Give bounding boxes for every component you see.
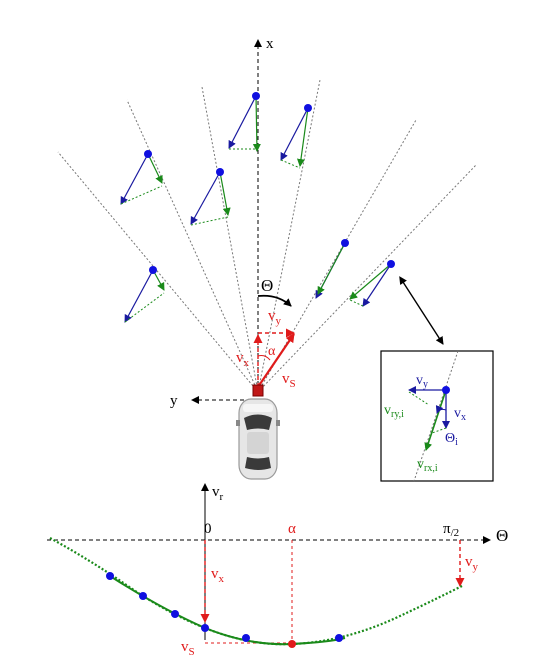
vy-label: vy bbox=[268, 308, 282, 327]
ray bbox=[57, 151, 259, 393]
tick-alpha: α bbox=[288, 521, 296, 537]
ray bbox=[257, 79, 321, 393]
x-axis-label: x bbox=[266, 36, 274, 52]
detection-point bbox=[190, 168, 231, 226]
curve-point bbox=[106, 572, 114, 580]
y-axis-label: y bbox=[170, 393, 178, 409]
inset-vx-label: vx bbox=[454, 406, 466, 423]
radar-sensor bbox=[252, 384, 264, 397]
curve-point bbox=[171, 610, 179, 618]
theta-label: Θ bbox=[261, 276, 273, 295]
detail-inset: vy vry,i vx Θi vrx,i bbox=[380, 350, 494, 482]
ray bbox=[257, 164, 477, 393]
plot-vs-label: vS bbox=[181, 639, 195, 658]
theta-annotation: Θ bbox=[257, 276, 292, 307]
inset-vry-label: vry,i bbox=[384, 403, 404, 420]
ego-velocity: α vy vx vS bbox=[236, 308, 296, 390]
detection-point bbox=[315, 239, 349, 299]
detection-point bbox=[228, 92, 261, 152]
detection-point bbox=[120, 150, 163, 205]
detection-point bbox=[280, 104, 312, 169]
plot-vy-label: vy bbox=[465, 554, 479, 573]
detection-point bbox=[349, 260, 395, 307]
radar-rays bbox=[57, 79, 477, 393]
theta-axis-label: Θ bbox=[496, 526, 508, 545]
vr-theta-plot: vr Θ 0 α π/2 vx vy vS bbox=[47, 483, 508, 658]
plot-vx-label: vx bbox=[211, 566, 225, 585]
inset-theta-i-label: Θi bbox=[445, 431, 458, 448]
curve-point bbox=[242, 634, 250, 642]
detection-point bbox=[124, 266, 165, 323]
curve-point bbox=[201, 624, 209, 632]
vr-axis-label: vr bbox=[212, 484, 224, 503]
ray bbox=[201, 86, 259, 393]
curve-point bbox=[335, 634, 343, 642]
tick-pi-half: π/2 bbox=[443, 521, 459, 539]
detections bbox=[120, 92, 395, 323]
ray bbox=[126, 99, 259, 393]
curve-point bbox=[139, 592, 147, 600]
inset-vrx-label: vrx,i bbox=[417, 457, 438, 474]
inset-link-arrow bbox=[399, 276, 444, 345]
car bbox=[236, 398, 280, 480]
curve-min-point bbox=[288, 640, 296, 648]
inset-vy-label: vy bbox=[416, 373, 428, 390]
vx-label: vx bbox=[236, 350, 250, 369]
tick-zero: 0 bbox=[204, 521, 212, 537]
vs-label: vS bbox=[282, 371, 296, 390]
x-axis: x bbox=[254, 36, 274, 392]
alpha-label: α bbox=[268, 344, 276, 359]
